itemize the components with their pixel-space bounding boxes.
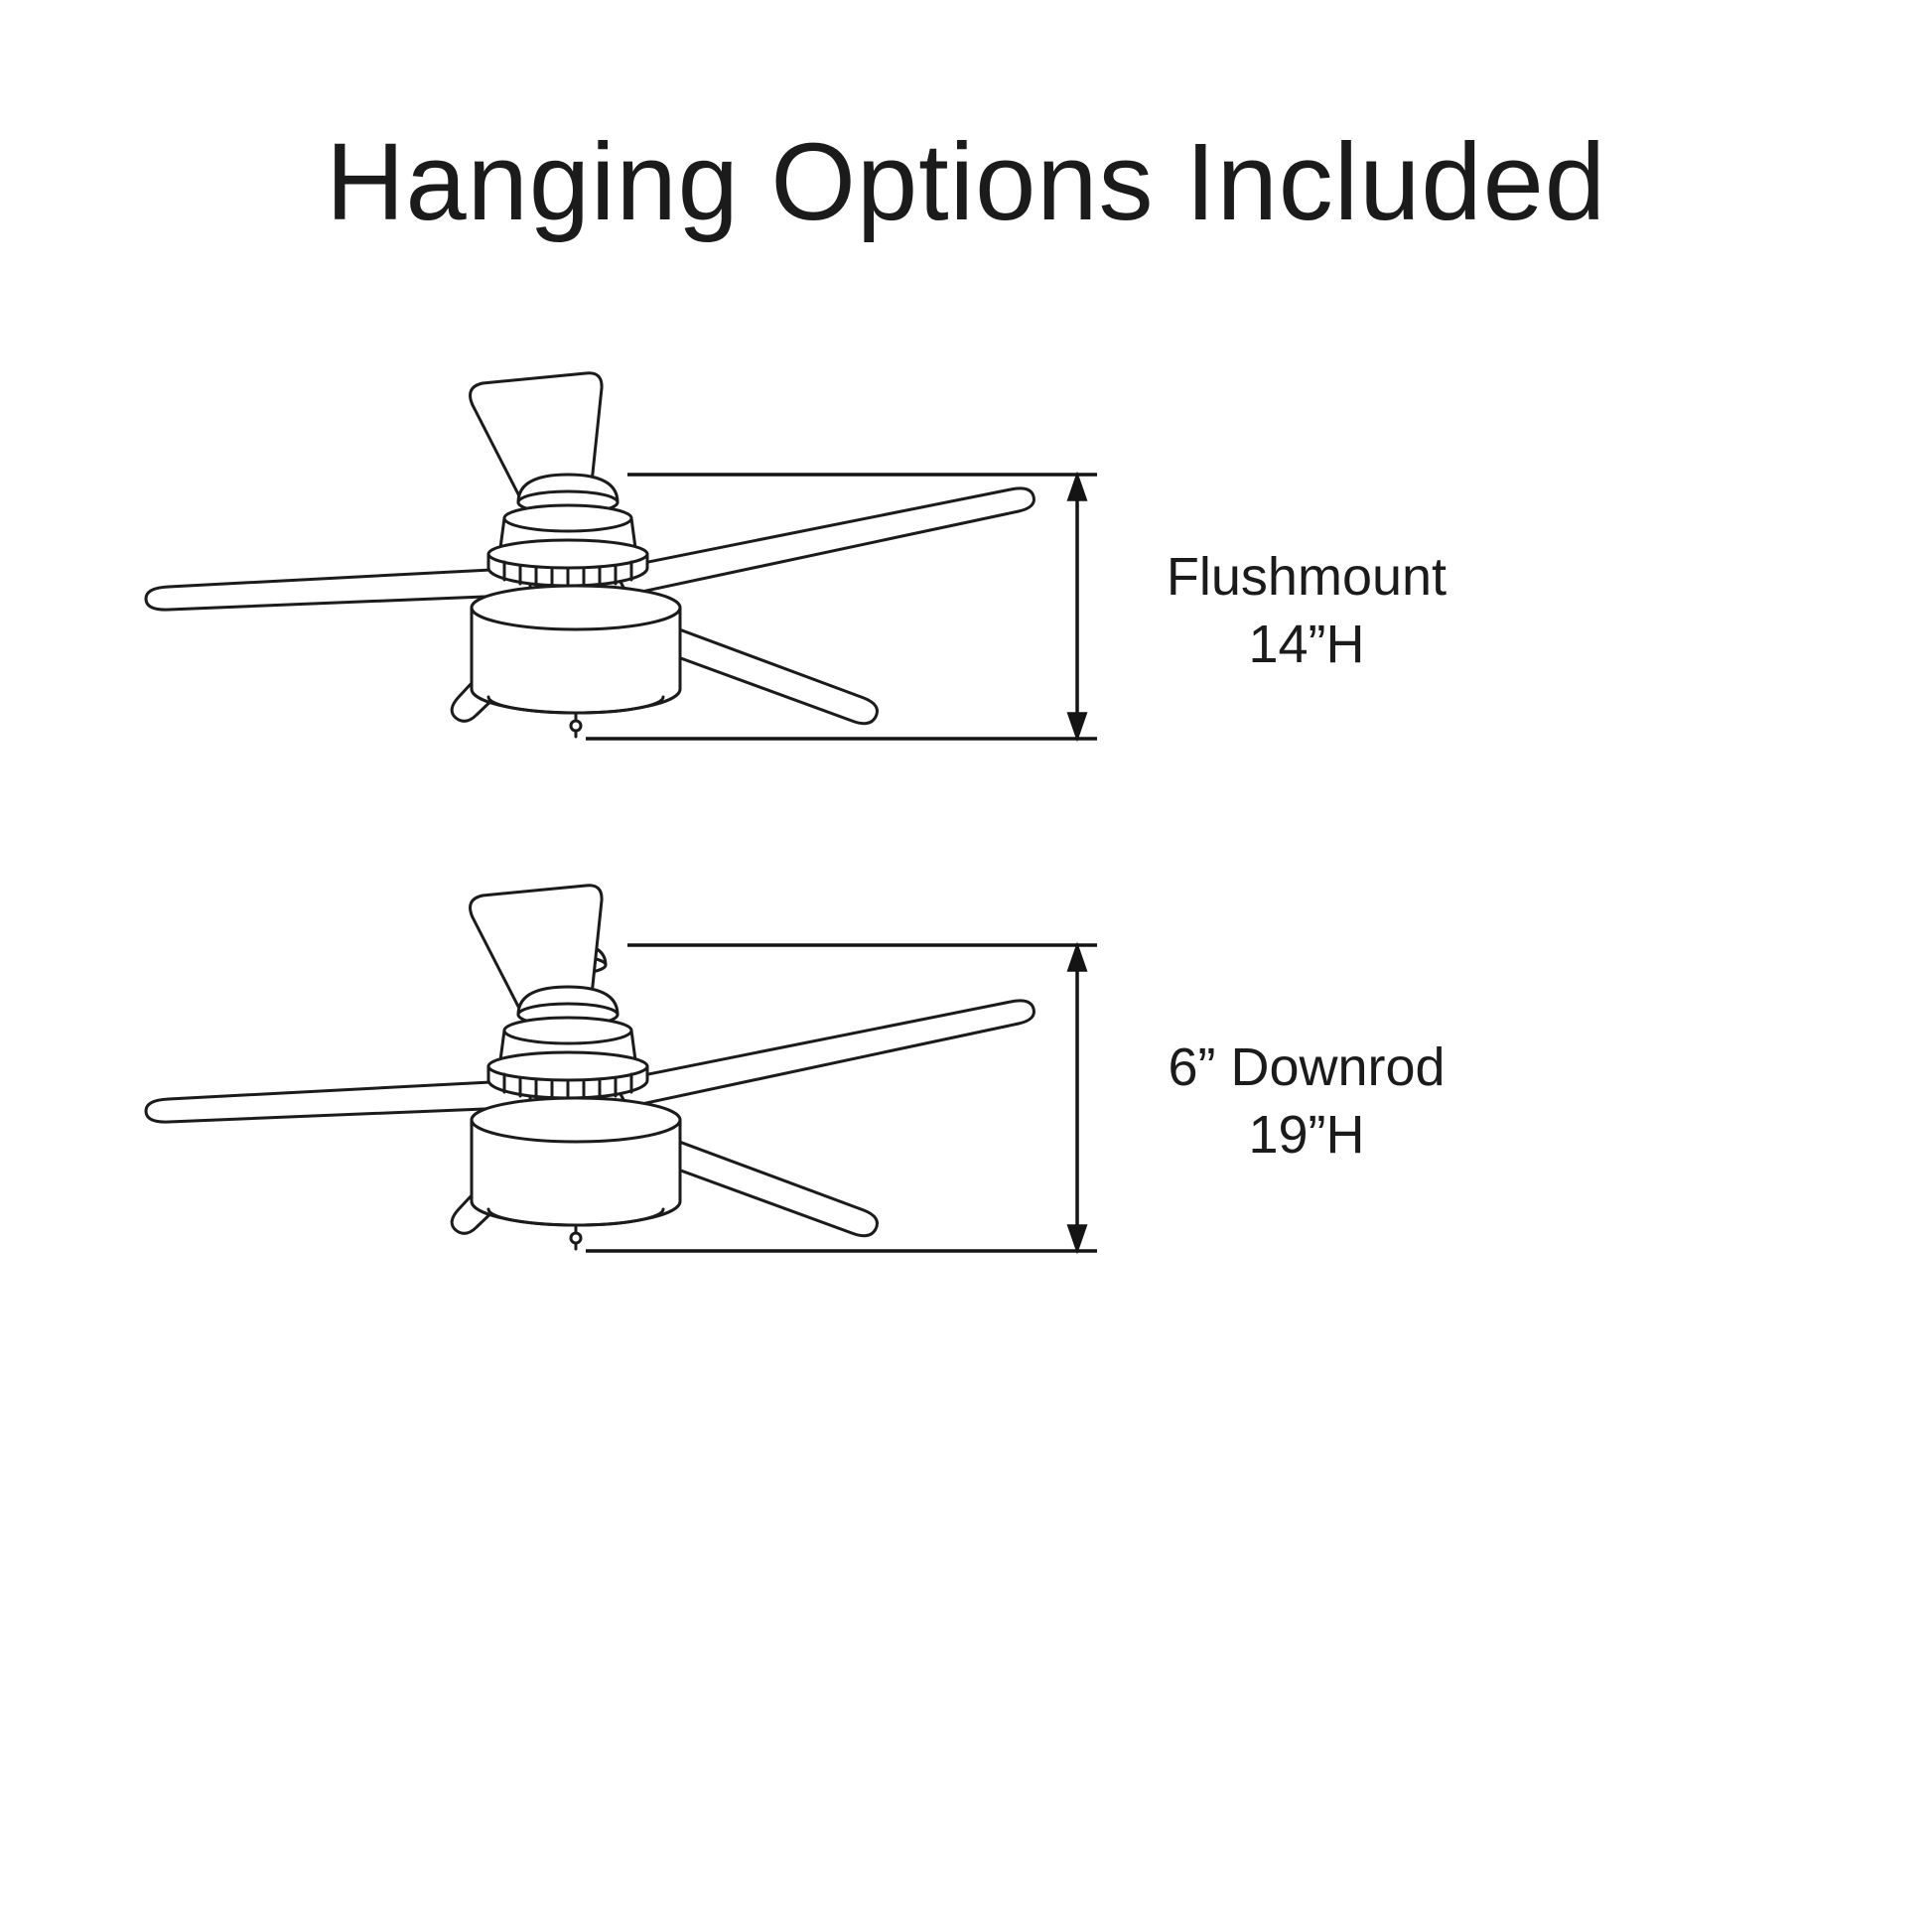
downrod-label: 6” Downrod 19”H xyxy=(1088,1035,1525,1169)
dimension-arrow-down xyxy=(1066,712,1088,743)
flushmount-label-name: Flushmount xyxy=(1166,547,1448,607)
dimension-arrow-up xyxy=(1066,941,1088,972)
dimension-bracket-flushmount xyxy=(586,471,1097,743)
dimension-bracket-downrod xyxy=(586,941,1097,1255)
dimension-arrow-down xyxy=(1066,1224,1088,1255)
downrod-label-name: 6” Downrod xyxy=(1168,1037,1446,1097)
dimension-arrow-up xyxy=(1066,471,1088,501)
fan-flushmount-illustration xyxy=(144,371,1097,743)
flushmount-label-height: 14”H xyxy=(1248,614,1365,674)
downrod-label-height: 19”H xyxy=(1248,1104,1365,1165)
fan-body xyxy=(144,884,1035,1251)
flushmount-label: Flushmount 14”H xyxy=(1088,544,1525,678)
fan-body xyxy=(144,371,1035,739)
diagram-title: Hanging Options Included xyxy=(326,121,1606,243)
fan-downrod-illustration xyxy=(144,884,1097,1255)
